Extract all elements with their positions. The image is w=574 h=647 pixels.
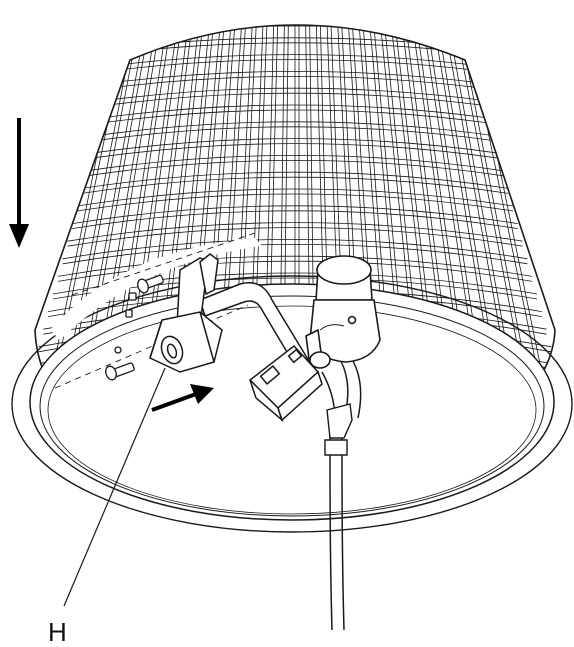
lamp-socket <box>305 255 381 369</box>
insert-arrow-icon <box>151 384 214 412</box>
shade-rim-inner <box>39 295 545 517</box>
callout-leader <box>63 367 166 607</box>
mounting-bracket <box>149 253 223 373</box>
callout-label-h: H <box>48 617 67 647</box>
screw-upper <box>137 274 164 294</box>
screw-lower <box>105 362 135 381</box>
down-arrow-icon <box>9 118 29 248</box>
connector-block <box>248 344 323 423</box>
shade-back-wall <box>50 238 262 340</box>
cord-clip <box>324 403 353 456</box>
mounting-screws <box>105 274 164 381</box>
alignment-guides <box>54 231 259 389</box>
shade-rim-inner-2 <box>47 305 537 515</box>
shade-rim-outer <box>11 275 573 533</box>
nut-small-1 <box>114 292 137 354</box>
lamp-shade <box>11 24 573 533</box>
